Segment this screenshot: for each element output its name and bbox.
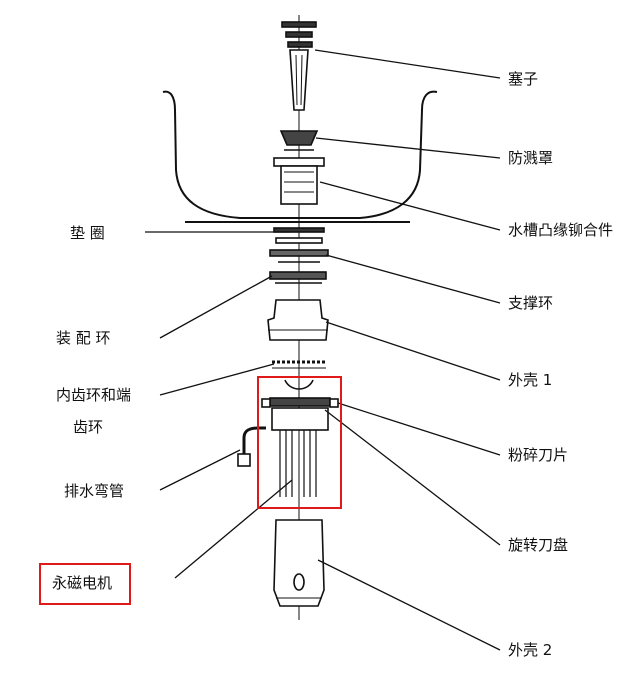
grinder-assembly <box>261 379 339 497</box>
label-mount-ring: 装 配 环 <box>56 329 111 347</box>
leader-mount <box>159 275 273 339</box>
leader-support <box>325 254 501 304</box>
leader-plug <box>314 49 501 79</box>
label-plug: 塞子 <box>508 70 539 88</box>
mount-ring-part <box>269 271 327 284</box>
leader-inner <box>159 363 275 396</box>
leader-splash <box>315 137 501 159</box>
label-drain-pipe: 排水弯管 <box>64 482 125 500</box>
label-gasket: 垫 圈 <box>70 224 105 242</box>
shell2-part <box>273 519 325 607</box>
sink-bowl <box>162 90 438 219</box>
leader-blade <box>337 402 501 456</box>
shell1-part <box>267 299 329 341</box>
sink-flange-part <box>273 157 325 205</box>
inner-teeth-ring-part <box>272 360 326 369</box>
highlight-motor-label <box>39 563 131 605</box>
gasket-part <box>273 227 325 233</box>
label-inner-ring-line2: 齿环 <box>73 418 104 436</box>
label-splash-guard: 防溅罩 <box>508 149 554 167</box>
leader-shell1 <box>325 321 501 381</box>
leader-lines <box>145 49 501 651</box>
splash-guard-part <box>279 130 319 151</box>
leader-flange <box>319 181 501 231</box>
leader-drain <box>159 449 241 491</box>
support-ring-part <box>269 249 329 263</box>
plug-part <box>281 21 317 111</box>
label-inner-ring-line1: 内齿环和端 <box>56 386 132 404</box>
label-rotating-disc: 旋转刀盘 <box>508 536 569 554</box>
label-shell1: 外壳 1 <box>508 371 553 389</box>
leader-motor <box>174 479 293 579</box>
label-shell2: 外壳 2 <box>508 641 553 659</box>
label-support-ring: 支撑环 <box>508 294 554 312</box>
label-pm-motor: 永磁电机 <box>52 574 113 592</box>
leader-shell2 <box>317 559 501 651</box>
label-sink-flange: 水槽凸缘铆合件 <box>508 221 614 239</box>
label-grind-blade: 粉碎刀片 <box>508 446 569 464</box>
leader-disc <box>324 409 501 546</box>
highlight-grinder <box>257 376 342 509</box>
